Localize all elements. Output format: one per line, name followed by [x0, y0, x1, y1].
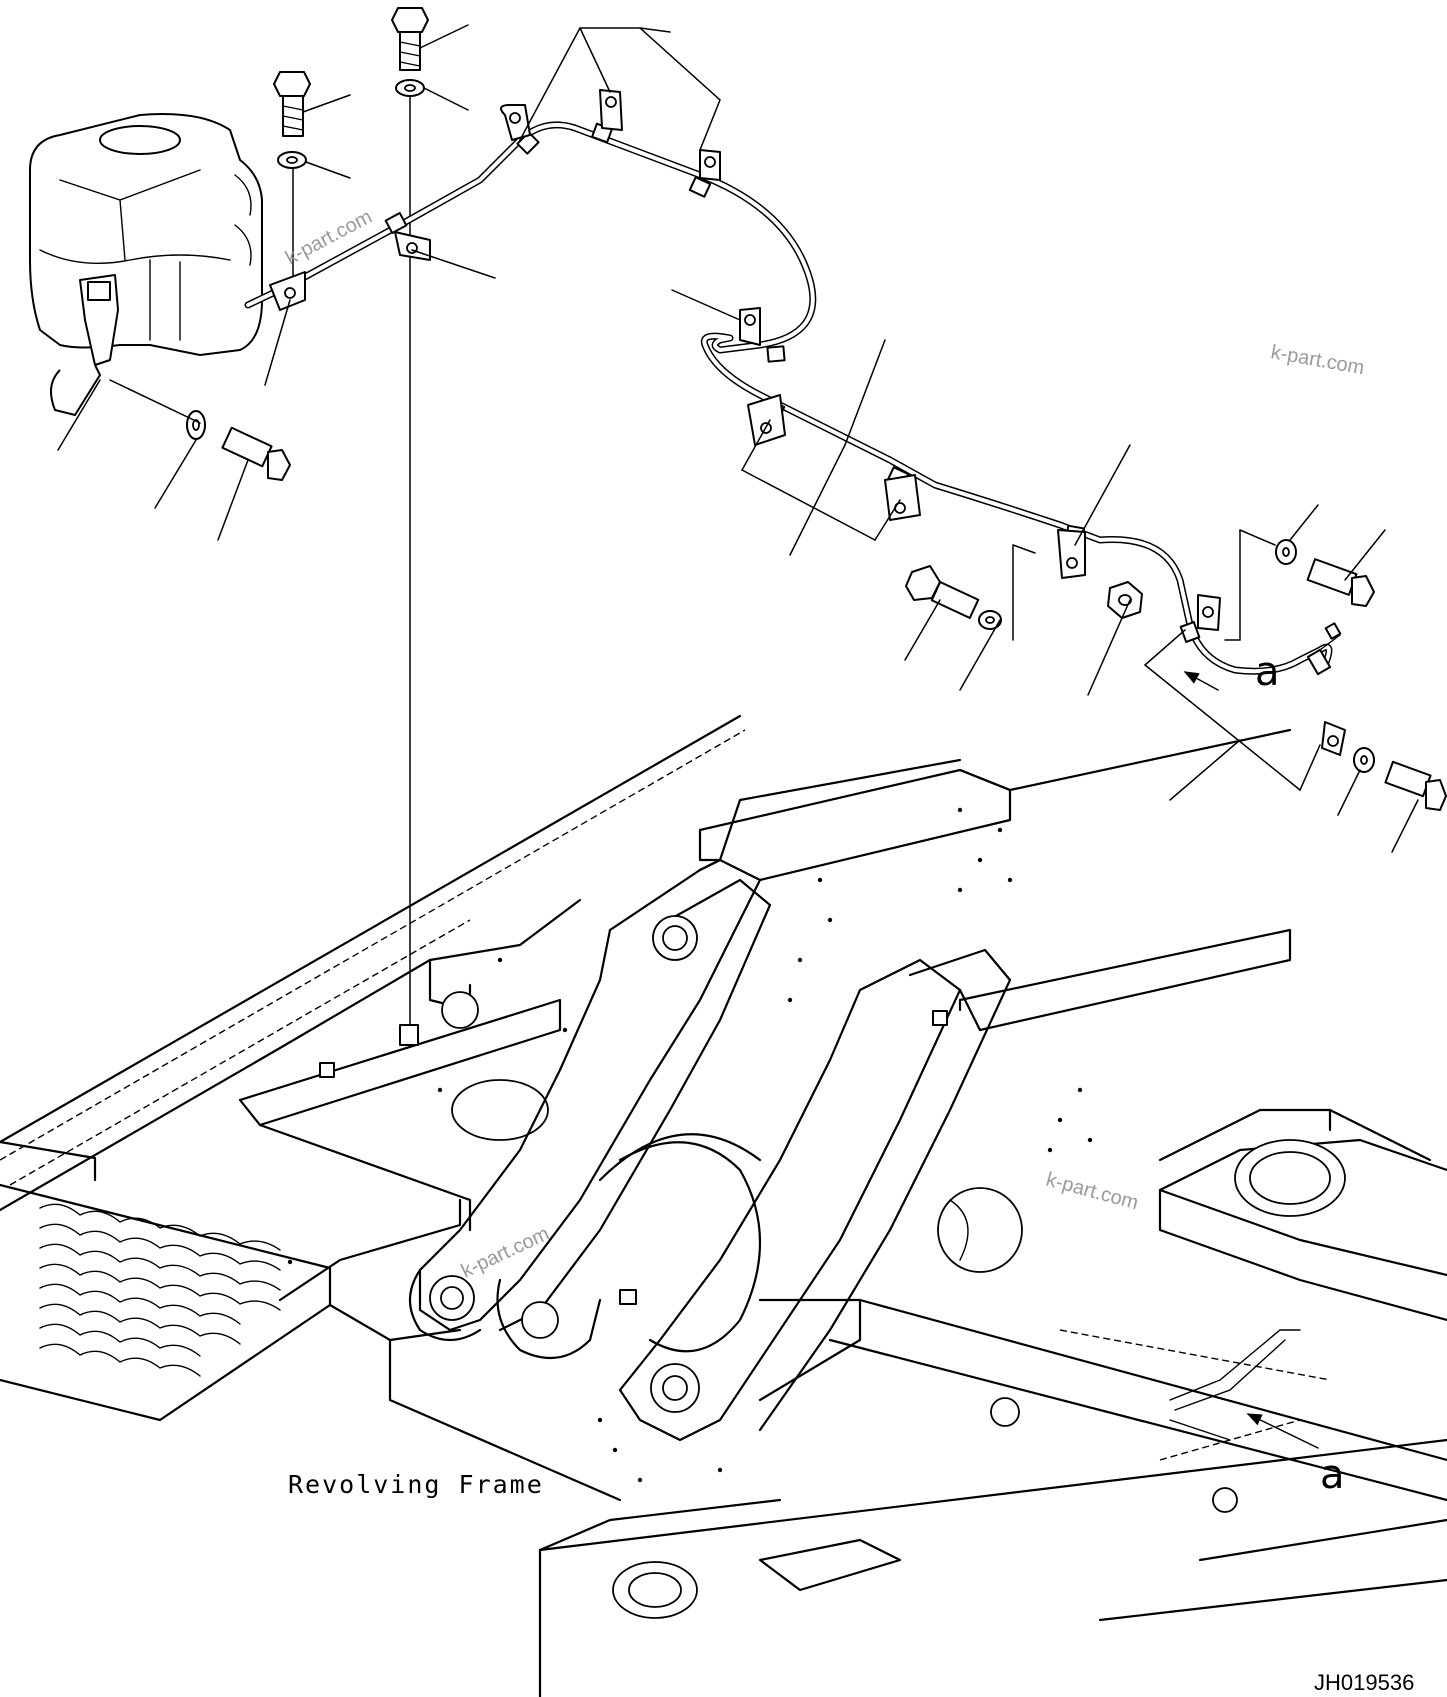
watermark: k-part.com: [458, 1223, 553, 1283]
frame-bolt-holes: [287, 807, 1093, 1483]
nut-mid: [1107, 581, 1143, 619]
watermark: k-part.com: [1269, 341, 1366, 379]
bolt-right-2: [1384, 760, 1447, 811]
callout-label-lower: a: [1320, 1452, 1345, 1498]
bolt-mid: [905, 565, 980, 619]
watermark: k-part.com: [1044, 1169, 1141, 1215]
radiator-fins: [39, 1203, 281, 1377]
bolt-left: [221, 426, 291, 481]
callout-label-upper: a: [1255, 649, 1280, 695]
tank-assembly: [29, 113, 263, 416]
callout-arrow-upper: [1183, 671, 1219, 691]
callout-arrow-lower: [1246, 1413, 1319, 1449]
drawing-code: JH019536: [1314, 1670, 1414, 1695]
leader-lines: [57, 24, 1419, 853]
cable-harness: [244, 121, 1342, 676]
frame-label: Revolving Frame: [288, 1470, 544, 1499]
bolt-right-1: [1306, 558, 1375, 607]
revolving-frame: [0, 714, 1447, 1697]
bolt-top-1: [391, 7, 429, 71]
bolt-top-2: [273, 71, 311, 137]
